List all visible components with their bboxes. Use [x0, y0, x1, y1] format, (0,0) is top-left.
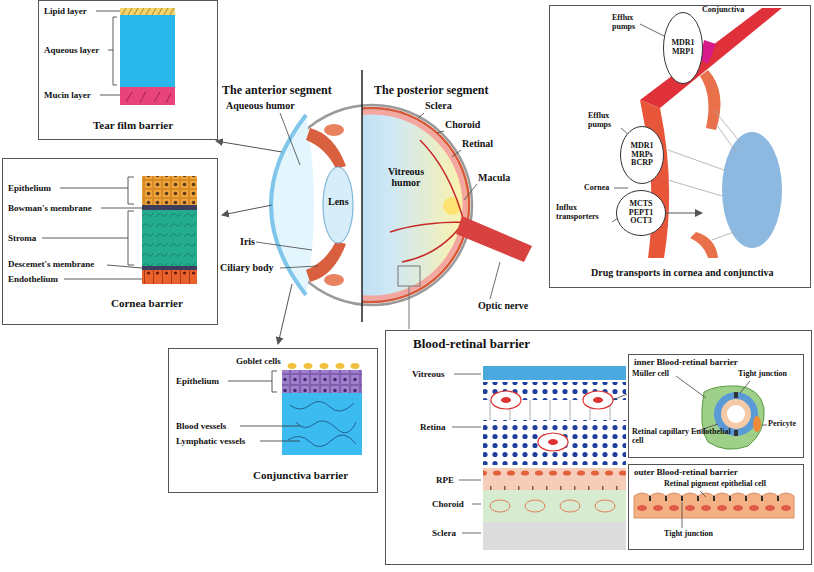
part-label: Lens	[328, 196, 349, 207]
part-label: Pericyte	[768, 420, 796, 429]
part-label: Macula	[478, 172, 510, 183]
part-label: Efflux pumps	[612, 14, 646, 32]
panel-box: Conjunctiva barrier	[168, 348, 378, 493]
transporter-ellipse: MCTS PEPT1 OCT3	[616, 190, 666, 236]
part-label: Mucin layer	[44, 90, 91, 100]
drug-transport-drawing	[612, 8, 782, 258]
part-label: Aqueous humor	[226, 100, 295, 111]
part-label: Vitreous humor	[380, 166, 432, 188]
part-label: Aqueous layer	[44, 45, 99, 55]
part-label: Influx transporters	[556, 204, 614, 222]
part-label: Epithelium	[8, 183, 51, 193]
part-label: Ciliary body	[220, 262, 274, 273]
panel-heading: Blood-retinal barrier	[413, 337, 530, 352]
part-label: Blood vessels	[176, 421, 226, 431]
inner-barrier-drawing	[676, 376, 767, 449]
part-label: Choroid	[445, 119, 480, 130]
part-label: Lymphatic vessels	[176, 436, 245, 446]
part-label: Endothelium	[8, 274, 58, 284]
panel-heading: Cornea barrier	[111, 297, 183, 309]
part-label: Tight junction	[664, 530, 713, 539]
transporter-name: MCTS PEPT1 OCT3	[621, 200, 661, 227]
part-label: Epithelium	[176, 376, 219, 386]
panel-box: outer Blood-retinal barrier	[628, 464, 804, 550]
transporter-ellipse: MDR1 MRPs BCRP	[620, 126, 664, 184]
part-label: Optic nerve	[478, 300, 528, 311]
part-label: Choroid	[432, 499, 464, 509]
part-label: Retina	[420, 422, 446, 432]
part-label: Retinal	[462, 138, 493, 149]
retina-layers	[452, 366, 627, 550]
transporter-ellipse: MDR1 MRP1	[663, 12, 703, 84]
panel-box: Drug transports in cornea and conjunctiv…	[549, 5, 811, 288]
eye-drawing	[216, 70, 532, 344]
panel-heading: Drug transports in cornea and conjunctiv…	[591, 267, 774, 278]
part-label: Cornea	[584, 184, 609, 193]
part-label: Bowman's membrane	[8, 203, 92, 213]
part-label: Lipid layer	[44, 6, 87, 16]
part-label: The anterior segment	[222, 84, 332, 97]
part-label: Retinal pigment epithelial cell	[664, 480, 766, 489]
panel-heading: outer Blood-retinal barrier	[634, 467, 738, 477]
panel-box: Tear film barrier	[38, 0, 218, 140]
transporter-name: MDR1 MRPs BCRP	[625, 142, 660, 169]
part-label: The posterior segment	[374, 84, 488, 97]
part-label: Sclera	[425, 100, 452, 111]
conjunctiva-layers	[228, 363, 362, 455]
part-label: Vitreous	[412, 369, 445, 379]
panel-heading: Tear film barrier	[93, 119, 173, 131]
part-label: Iris	[240, 236, 255, 247]
part-label: Retinal capillary Endothelial cell	[632, 428, 732, 446]
transporter-name: MDR1 MRP1	[667, 39, 699, 57]
tear-film-layers	[96, 8, 175, 105]
part-label: Descemet's membrane	[8, 259, 94, 269]
outer-barrier-drawing	[634, 491, 794, 528]
part-label: Conjunctiva	[702, 6, 744, 15]
part-label: Stroma	[8, 233, 36, 243]
panel-heading: inner Blood-retinal barrier	[634, 357, 738, 367]
part-label: RPE	[436, 475, 454, 485]
part-label: Tight junction	[738, 370, 787, 379]
part-label: Sclera	[432, 528, 456, 538]
part-label: Müller cell	[632, 370, 669, 379]
part-label: Goblet cells	[236, 356, 281, 366]
panel-heading: Conjunctiva barrier	[253, 469, 348, 481]
part-label: Efflux pumps	[588, 112, 622, 130]
